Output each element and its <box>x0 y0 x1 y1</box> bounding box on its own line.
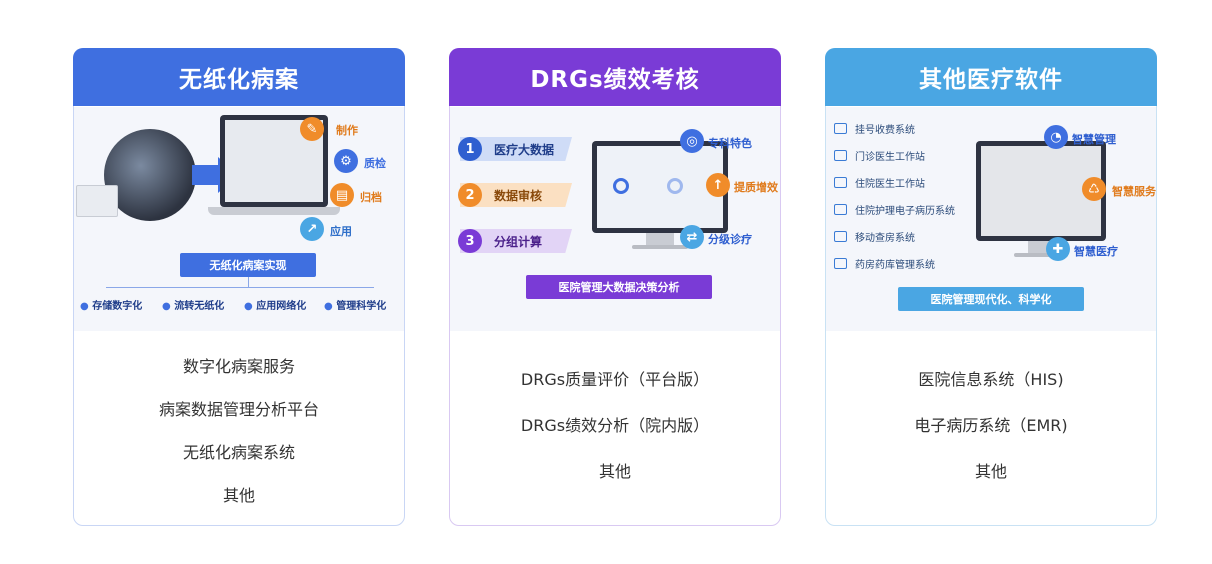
check-icon: ● <box>244 301 253 312</box>
list-item[interactable]: 医院信息系统（HIS) <box>918 370 1064 389</box>
connector <box>106 287 374 288</box>
list-item[interactable]: 电子病历系统（EMR) <box>914 416 1068 435</box>
list-item[interactable]: 其他 <box>974 462 1007 481</box>
list-item[interactable]: 病案数据管理分析平台 <box>158 400 319 419</box>
window-icon <box>834 150 847 161</box>
tag-apply: 应用 <box>330 225 352 238</box>
tag-specialty: 专科特色 <box>708 137 752 150</box>
card-title: 其他医疗软件 <box>825 48 1157 106</box>
dashboard-screen <box>597 146 723 228</box>
window-icon <box>834 231 847 242</box>
management-icon: ◔ <box>1044 125 1068 149</box>
tag-triage: 分级诊疗 <box>708 233 752 246</box>
specialty-icon: ◎ <box>680 129 704 153</box>
chart-ring <box>667 178 683 194</box>
check-icon: ● <box>162 301 171 312</box>
monitor-foot <box>632 245 688 249</box>
medical-icon: ✚ <box>1046 237 1070 261</box>
system-item: 挂号收费系统 <box>834 121 915 136</box>
efficiency-icon: ↑ <box>706 173 730 197</box>
tag-make: 制作 <box>336 124 358 137</box>
laptop-base <box>208 207 340 215</box>
his-screen <box>981 146 1101 236</box>
system-item: 住院医生工作站 <box>834 175 925 190</box>
card-title: DRGs绩效考核 <box>449 48 781 106</box>
list-item[interactable]: 其他 <box>222 486 255 505</box>
arrow-right-icon <box>192 165 220 185</box>
card-drgs: DRGs绩效考核 医疗大数据 1 数据审核 2 分组计算 3 ◎ 专科特色 ↑ … <box>449 48 781 526</box>
illustration-other: 挂号收费系统 门诊医生工作站 住院医生工作站 住院护理电子病历系统 移动查房系统… <box>826 107 1156 331</box>
service-list: 医院信息系统（HIS) 电子病历系统（EMR) 其他 <box>826 357 1156 495</box>
monitor-foot <box>1014 253 1068 257</box>
office-photo <box>104 129 196 221</box>
inspect-icon: ⚙ <box>334 149 358 173</box>
step-number: 2 <box>458 183 482 207</box>
window-icon <box>834 204 847 215</box>
check-icon: ● <box>80 301 89 312</box>
step-number: 1 <box>458 137 482 161</box>
triage-icon: ⇄ <box>680 225 704 249</box>
tag-medical: 智慧医疗 <box>1074 245 1118 258</box>
system-item: 移动查房系统 <box>834 229 915 244</box>
paperless-banner: 无纸化病案实现 <box>180 253 316 277</box>
document-stack-icon <box>76 185 118 217</box>
card-title: 无纸化病案 <box>73 48 405 106</box>
feature-4: ● 管理科学化 <box>324 301 387 312</box>
tag-inspect: 质检 <box>364 157 386 170</box>
feature-3: ● 应用网络化 <box>244 301 307 312</box>
service-list: DRGs质量评价（平台版） DRGs绩效分析（院内版） 其他 <box>450 357 780 495</box>
system-item: 门诊医生工作站 <box>834 148 925 163</box>
window-icon <box>834 258 847 269</box>
card-paperless-records: 无纸化病案 ✎ 制作 ⚙ 质检 ▤ 归档 ↗ 应用 无纸化病案实现 ● 存储数字… <box>73 48 405 526</box>
list-item[interactable]: 无纸化病案系统 <box>182 443 295 462</box>
list-item[interactable]: 数字化病案服务 <box>182 357 295 376</box>
tag-service: 智慧服务 <box>1112 185 1156 198</box>
make-icon: ✎ <box>300 117 324 141</box>
window-icon <box>834 123 847 134</box>
drgs-banner: 医院管理大数据决策分析 <box>526 275 712 299</box>
window-icon <box>834 177 847 188</box>
archive-icon: ▤ <box>330 183 354 207</box>
list-item[interactable]: DRGs质量评价（平台版） <box>520 370 710 389</box>
other-banner: 医院管理现代化、科学化 <box>898 287 1084 311</box>
tag-archive: 归档 <box>360 191 382 204</box>
connector <box>248 277 249 287</box>
feature-1: ● 存储数字化 <box>80 301 143 312</box>
card-other-software: 其他医疗软件 挂号收费系统 门诊医生工作站 住院医生工作站 住院护理电子病历系统… <box>825 48 1157 526</box>
step-number: 3 <box>458 229 482 253</box>
monitor-stand <box>646 233 674 245</box>
illustration-drgs: 医疗大数据 1 数据审核 2 分组计算 3 ◎ 专科特色 ↑ 提质增效 ⇄ 分级… <box>450 107 780 331</box>
tag-management: 智慧管理 <box>1072 133 1116 146</box>
apply-icon: ↗ <box>300 217 324 241</box>
chart-ring <box>613 178 629 194</box>
system-item: 药房药库管理系统 <box>834 256 935 271</box>
service-list: 数字化病案服务 病案数据管理分析平台 无纸化病案系统 其他 <box>74 345 404 517</box>
list-item[interactable]: DRGs绩效分析（院内版） <box>520 416 710 435</box>
tag-efficiency: 提质增效 <box>734 181 778 194</box>
system-item: 住院护理电子病历系统 <box>834 202 955 217</box>
feature-2: ● 流转无纸化 <box>162 301 225 312</box>
illustration-paperless: ✎ 制作 ⚙ 质检 ▤ 归档 ↗ 应用 无纸化病案实现 ● 存储数字化 ● 流转… <box>74 107 404 331</box>
list-item[interactable]: 其他 <box>598 462 631 481</box>
service-icon: ♺ <box>1082 177 1106 201</box>
check-icon: ● <box>324 301 333 312</box>
